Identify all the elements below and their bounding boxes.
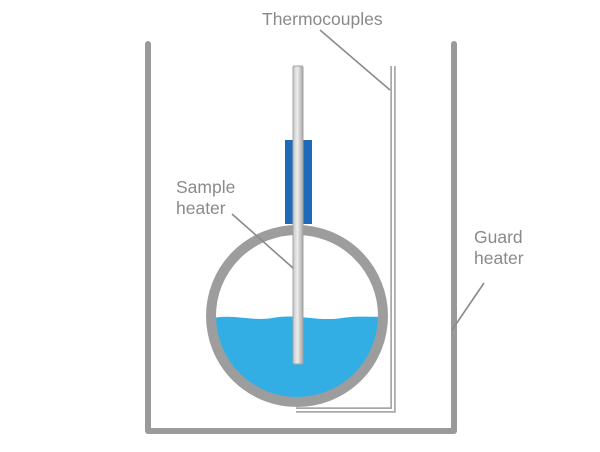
thermocouple-wire-highlight <box>296 66 394 411</box>
sample-heater-rod <box>292 65 304 365</box>
guard-heater-leader <box>451 282 485 331</box>
sample-heater-label-line2: heater <box>176 198 226 218</box>
thermocouples-label-text: Thermocouples <box>262 9 383 29</box>
sample-heater-label-line1: Sample <box>176 177 236 197</box>
guard-heater-label-line1: Guard <box>474 227 523 247</box>
thermocouples-label: Thermocouples <box>262 9 383 30</box>
sample-heater-leader <box>231 213 294 269</box>
sample-heater-label: Sample heater <box>176 177 235 219</box>
guard-heater-label-line2: heater <box>474 248 524 268</box>
guard-heater-label: Guard heater <box>474 227 524 269</box>
guard-vessel <box>145 41 457 434</box>
thermocouples-leader <box>319 29 391 91</box>
